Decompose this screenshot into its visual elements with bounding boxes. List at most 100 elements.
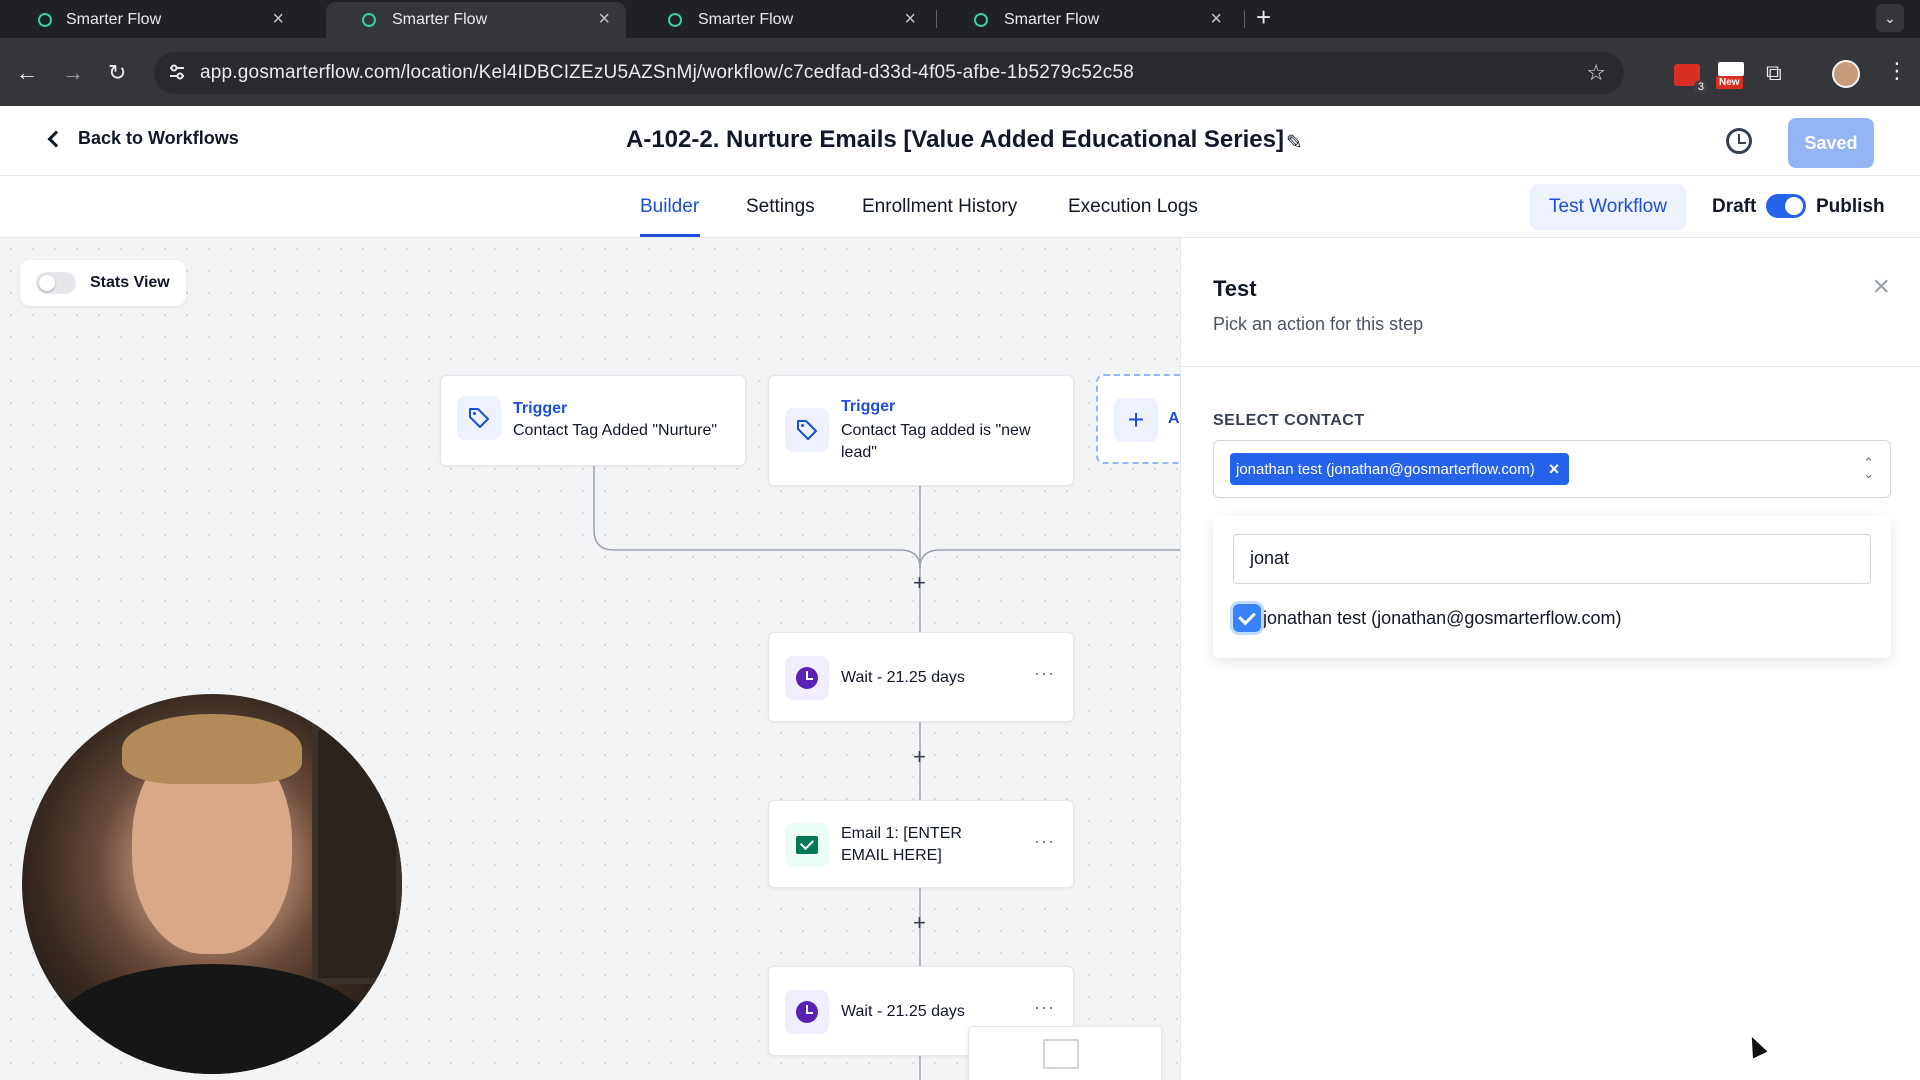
- panel-title: Test: [1213, 276, 1257, 301]
- tab-separator: [936, 10, 937, 28]
- browser-tab-active[interactable]: Smarter Flow ×: [326, 2, 626, 38]
- step-text: Wait - 21.25 days: [841, 1003, 965, 1020]
- back-arrow-icon[interactable]: ←: [16, 60, 38, 85]
- extensions-puzzle-icon[interactable]: ⧉: [1766, 60, 1782, 85]
- divider: [1181, 366, 1920, 367]
- workflow-header: Back to Workflows A-102-2. Nurture Email…: [0, 106, 1920, 176]
- drag-preview: [968, 1026, 1162, 1080]
- test-workflow-button[interactable]: Test Workflow: [1530, 184, 1686, 230]
- connector-lines: [593, 466, 1180, 1080]
- draft-label: Draft: [1712, 196, 1757, 217]
- stats-view-label: Stats View: [90, 274, 170, 291]
- trigger-text: Contact Tag added is "new lead": [841, 422, 1031, 461]
- site-settings-icon[interactable]: [168, 63, 186, 81]
- contact-select[interactable]: jonathan test (jonathan@gosmarterflow.co…: [1213, 440, 1891, 498]
- select-contact-label: SELECT CONTACT: [1213, 412, 1365, 429]
- document-icon: [1043, 1039, 1079, 1069]
- tag-icon: [457, 396, 501, 440]
- back-label: Back to Workflows: [78, 128, 239, 148]
- webcam-overlay: [22, 694, 402, 1074]
- browser-tab-strip: Smarter Flow × Smarter Flow × Smarter Fl…: [0, 0, 1920, 38]
- browser-tab[interactable]: Smarter Flow ×: [632, 2, 932, 38]
- wait-step-node[interactable]: Wait - 21.25 days ···: [768, 632, 1074, 722]
- browser-tab[interactable]: Smarter Flow ×: [0, 2, 300, 38]
- tab-separator: [1244, 10, 1245, 28]
- edit-pencil-icon[interactable]: ✎: [1286, 132, 1303, 154]
- smarterflow-favicon-icon: [362, 13, 376, 27]
- smarterflow-favicon-icon: [668, 13, 682, 27]
- tab-execution-logs[interactable]: Execution Logs: [1068, 196, 1198, 217]
- publish-toggle[interactable]: [1766, 194, 1806, 218]
- smarterflow-favicon-icon: [974, 13, 988, 27]
- tab-builder[interactable]: Builder: [640, 196, 700, 217]
- close-icon[interactable]: ×: [1872, 270, 1890, 303]
- clock-icon: [785, 656, 829, 700]
- profile-avatar[interactable]: [1832, 60, 1860, 88]
- plus-icon: +: [1114, 398, 1158, 442]
- active-tab-indicator: [640, 234, 700, 237]
- tab-title: Smarter Flow: [1004, 11, 1100, 28]
- contact-option[interactable]: jonathan test (jonathan@gosmarterflow.co…: [1233, 604, 1621, 632]
- new-extension-icon[interactable]: New: [1716, 62, 1746, 90]
- trigger-title: Trigger: [513, 400, 568, 417]
- more-options-icon[interactable]: ···: [1034, 663, 1055, 683]
- reload-icon[interactable]: ↻: [108, 60, 127, 85]
- tab-enrollment-history[interactable]: Enrollment History: [862, 196, 1018, 217]
- step-text: Email 1: [ENTER EMAIL HERE]: [841, 825, 962, 864]
- new-tab-icon[interactable]: +: [1256, 2, 1272, 32]
- more-options-icon[interactable]: ···: [1034, 997, 1055, 1017]
- email-icon: [785, 823, 829, 867]
- tab-title: Smarter Flow: [392, 11, 488, 28]
- selected-contact-chip: jonathan test (jonathan@gosmarterflow.co…: [1230, 453, 1570, 485]
- step-text: Wait - 21.25 days: [841, 669, 965, 686]
- add-trigger-label: A: [1168, 410, 1180, 427]
- workflow-title: A-102-2. Nurture Emails [Value Added Edu…: [626, 126, 1284, 153]
- add-step-plus-icon[interactable]: +: [913, 570, 926, 595]
- chevron-left-icon: [47, 130, 65, 147]
- remove-chip-icon[interactable]: ×: [1548, 458, 1560, 479]
- trigger-text: Contact Tag Added "Nurture": [513, 422, 718, 439]
- add-step-plus-icon[interactable]: +: [913, 910, 926, 935]
- stats-view-switch[interactable]: [36, 272, 76, 294]
- tab-settings[interactable]: Settings: [746, 196, 815, 217]
- option-label: jonathan test (jonathan@gosmarterflow.co…: [1263, 607, 1622, 628]
- trigger-title: Trigger: [841, 398, 896, 415]
- stats-view-toggle[interactable]: Stats View: [20, 260, 186, 306]
- email-step-node[interactable]: Email 1: [ENTER EMAIL HERE] ···: [768, 800, 1074, 888]
- extension-badge: 3: [1693, 80, 1708, 94]
- address-bar[interactable]: app.gosmarterflow.com/location/Kel4IDBCI…: [154, 52, 1624, 94]
- test-panel: Test Pick an action for this step × SELE…: [1180, 238, 1920, 1080]
- tab-close-icon[interactable]: ×: [904, 8, 916, 30]
- tag-icon: [785, 408, 829, 452]
- add-trigger-node[interactable]: + A: [1096, 374, 1180, 464]
- saved-button[interactable]: Saved: [1788, 118, 1874, 168]
- trigger-node[interactable]: Trigger Contact Tag added is "new lead": [768, 375, 1074, 486]
- tab-close-icon[interactable]: ×: [272, 8, 284, 30]
- contact-search-input[interactable]: jonat: [1233, 534, 1871, 584]
- tab-title: Smarter Flow: [66, 11, 162, 28]
- select-updown-icon[interactable]: ⌃⌄: [1863, 455, 1874, 481]
- checkbox-checked-icon[interactable]: [1233, 604, 1261, 632]
- chip-label: jonathan test (jonathan@gosmarterflow.co…: [1236, 460, 1535, 478]
- extension-new-label: New: [1716, 76, 1743, 89]
- browser-tab[interactable]: Smarter Flow ×: [938, 2, 1238, 38]
- history-icon[interactable]: [1726, 128, 1752, 154]
- trigger-node[interactable]: Trigger Contact Tag Added "Nurture": [440, 375, 746, 466]
- browser-toolbar: ← → ↻ app.gosmarterflow.com/location/Kel…: [0, 38, 1920, 106]
- more-options-icon[interactable]: ···: [1034, 831, 1055, 851]
- back-to-workflows-link[interactable]: Back to Workflows: [47, 128, 239, 149]
- clock-icon: [785, 990, 829, 1034]
- add-step-plus-icon[interactable]: +: [913, 744, 926, 769]
- forward-arrow-icon[interactable]: →: [62, 60, 84, 85]
- extension-icon[interactable]: 3: [1674, 64, 1708, 94]
- tab-close-icon[interactable]: ×: [598, 8, 610, 30]
- smarterflow-favicon-icon: [38, 13, 52, 27]
- tab-close-icon[interactable]: ×: [1210, 8, 1222, 30]
- browser-menu-icon[interactable]: ⋮: [1886, 58, 1908, 83]
- url-text: app.gosmarterflow.com/location/Kel4IDBCI…: [200, 62, 1134, 83]
- workflow-tabs: Builder Settings Enrollment History Exec…: [0, 176, 1920, 238]
- workflow-canvas[interactable]: Stats View Trigger Contact Tag Added "Nu…: [0, 238, 1180, 1080]
- tab-search-chevron-icon[interactable]: ⌄: [1876, 4, 1904, 32]
- publish-label: Publish: [1816, 196, 1885, 217]
- bookmark-star-icon[interactable]: ☆: [1586, 60, 1606, 85]
